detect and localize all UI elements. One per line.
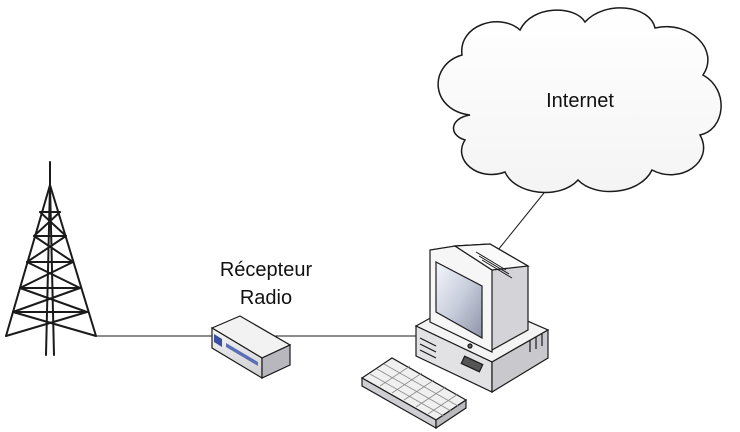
keyboard-icon <box>360 357 468 430</box>
radio-tower-icon <box>5 161 97 356</box>
cloud-icon: Internet <box>437 7 722 194</box>
radio-receiver-icon <box>210 315 292 380</box>
receiver-label-line1: Récepteur <box>220 259 313 281</box>
computer-icon <box>414 243 550 394</box>
computer-internet-link <box>497 187 549 251</box>
internet-label: Internet <box>546 90 614 112</box>
receiver-label-line2: Radio <box>240 287 292 309</box>
